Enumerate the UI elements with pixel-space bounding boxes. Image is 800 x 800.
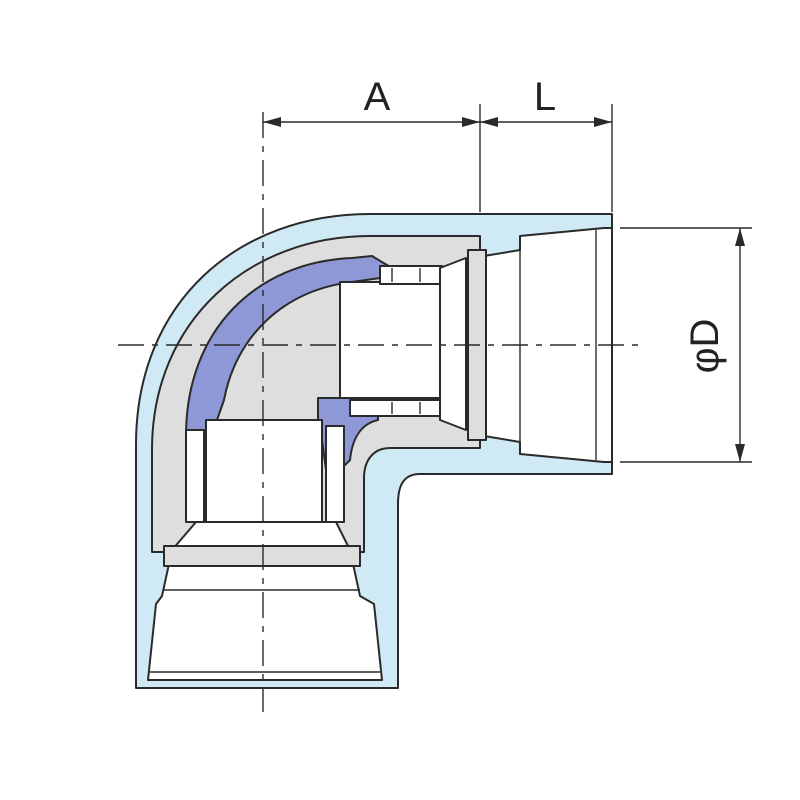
bottom-socket-bore (147, 549, 383, 681)
inner-insert (185, 255, 393, 471)
bottom-socket-ring (163, 545, 361, 567)
inner-bore-lower (205, 419, 323, 523)
lower-collet-right (325, 425, 345, 523)
right-collet-bottom (349, 399, 443, 417)
right-collet-top (379, 265, 443, 285)
dim-d-label: φD (683, 319, 727, 374)
dim-l-label: L (534, 75, 556, 119)
inner-bore-right (339, 281, 441, 399)
dim-a-label: A (364, 75, 391, 119)
lower-collet-left (185, 429, 205, 523)
